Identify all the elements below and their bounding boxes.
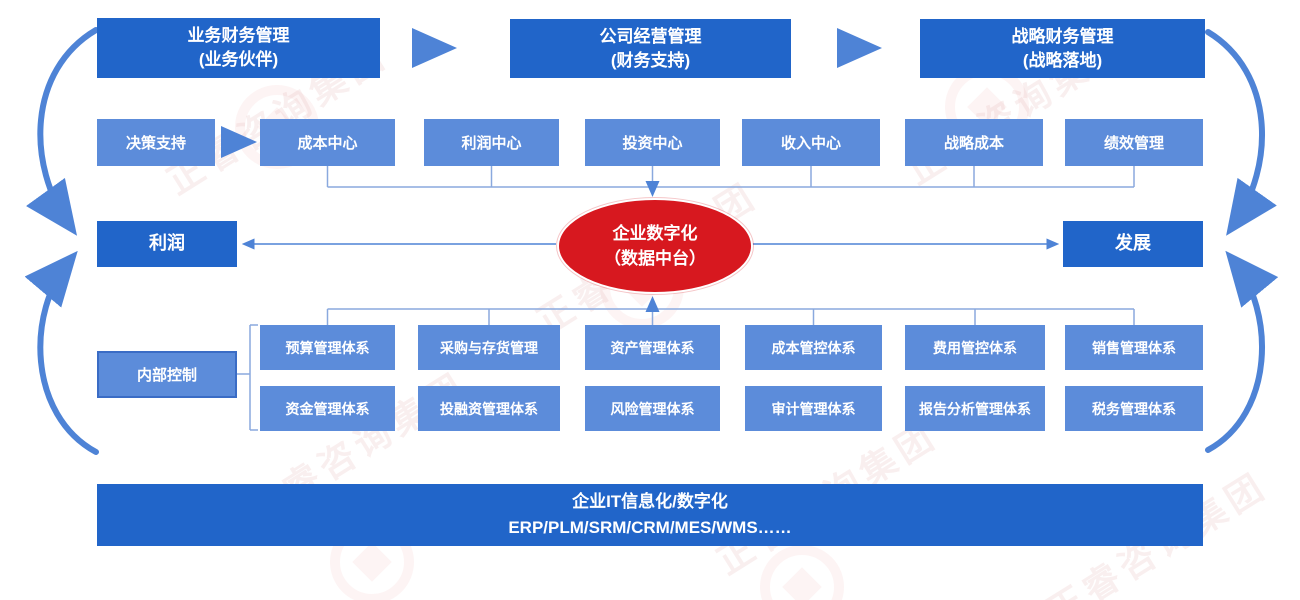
- box-sublabel: (财务支持): [610, 50, 691, 70]
- box-label: 风险管理体系: [610, 400, 695, 417]
- box-tax-system: 税务管理体系: [1065, 386, 1203, 431]
- box-label: 费用管控体系: [933, 339, 1017, 356]
- box-label: 利润: [149, 233, 185, 254]
- box-label: 资产管理体系: [610, 339, 695, 356]
- box-strategic-cost: 战略成本: [905, 119, 1043, 166]
- box-label: 公司经营管理: [599, 26, 702, 46]
- box-label: 业务财务管理: [187, 26, 290, 46]
- hub-enterprise-digitalization: 企业数字化 （数据中台）: [557, 198, 753, 294]
- box-revenue-center: 收入中心: [742, 119, 880, 166]
- box-investment-financing-system: 投融资管理体系: [418, 386, 560, 431]
- it-digitalization-banner: 企业IT信息化/数字化 ERP/PLM/SRM/CRM/MES/WMS……: [97, 484, 1203, 546]
- box-profit-center: 利润中心: [424, 119, 559, 166]
- box-label: 战略成本: [943, 135, 1004, 152]
- left-top-curve-arrow: [25, 27, 99, 236]
- box-label: 发展: [1115, 233, 1151, 254]
- box-budget-system: 预算管理体系: [260, 325, 395, 370]
- upper-bus-lines: [326, 166, 1135, 188]
- box-investment-center: 投资中心: [585, 119, 720, 166]
- box-label: 利润中心: [461, 135, 522, 152]
- right-top-curve-arrow: [1205, 29, 1277, 236]
- box-label: 成本中心: [297, 135, 358, 152]
- box-decision-support: 决策支持: [97, 119, 215, 166]
- box-label: 投资中心: [622, 135, 683, 152]
- box-performance-management: 绩效管理: [1065, 119, 1203, 166]
- box-label: 报告分析管理体系: [919, 400, 1031, 417]
- hub-sublabel: （数据中台）: [604, 249, 706, 268]
- box-label: 采购与存货管理: [440, 339, 538, 356]
- box-label: 税务管理体系: [1092, 400, 1176, 417]
- box-label: 预算管理体系: [285, 339, 370, 356]
- banner-systems-list: ERP/PLM/SRM/CRM/MES/WMS……: [508, 518, 792, 537]
- box-label: 成本管控体系: [771, 339, 856, 356]
- hub-label: 企业数字化: [612, 223, 698, 243]
- box-audit-system: 审计管理体系: [745, 386, 882, 431]
- box-label: 决策支持: [125, 135, 186, 152]
- box-label: 内部控制: [136, 367, 197, 384]
- box-label: 资金管理体系: [285, 400, 370, 417]
- box-label: 投融资管理体系: [440, 400, 538, 417]
- box-label: 绩效管理: [1103, 135, 1164, 152]
- box-strategic-finance: 战略财务管理 (战略落地): [920, 19, 1205, 78]
- box-sales-system: 销售管理体系: [1065, 325, 1203, 370]
- box-company-operation: 公司经营管理 (财务支持): [510, 19, 791, 78]
- box-report-analysis-system: 报告分析管理体系: [905, 386, 1045, 431]
- box-label: 审计管理体系: [771, 400, 856, 417]
- box-asset-system: 资产管理体系: [585, 325, 720, 370]
- box-development: 发展: [1063, 221, 1203, 267]
- box-label: 战略财务管理: [1011, 26, 1114, 46]
- box-label: 销售管理体系: [1092, 339, 1176, 356]
- box-business-finance: 业务财务管理 (业务伙伴): [97, 18, 380, 78]
- box-internal-control: 内部控制: [97, 351, 237, 398]
- box-procurement-inventory: 采购与存货管理: [418, 325, 560, 370]
- box-cost-control-system: 成本管控体系: [745, 325, 882, 370]
- box-expense-control-system: 费用管控体系: [905, 325, 1045, 370]
- right-bottom-curve-arrow: [1205, 250, 1279, 453]
- box-sublabel: (战略落地): [1022, 50, 1103, 70]
- box-risk-system: 风险管理体系: [585, 386, 720, 431]
- left-bottom-curve-arrow: [24, 250, 99, 455]
- box-profit: 利润: [97, 221, 237, 267]
- box-cost-center: 成本中心: [260, 119, 395, 166]
- box-label: 收入中心: [780, 135, 841, 152]
- internal-control-bracket: [237, 324, 258, 431]
- banner-title: 企业IT信息化/数字化: [572, 491, 728, 511]
- box-capital-system: 资金管理体系: [260, 386, 395, 431]
- box-sublabel: (业务伙伴): [198, 50, 279, 69]
- lower-bus-lines: [326, 308, 1135, 325]
